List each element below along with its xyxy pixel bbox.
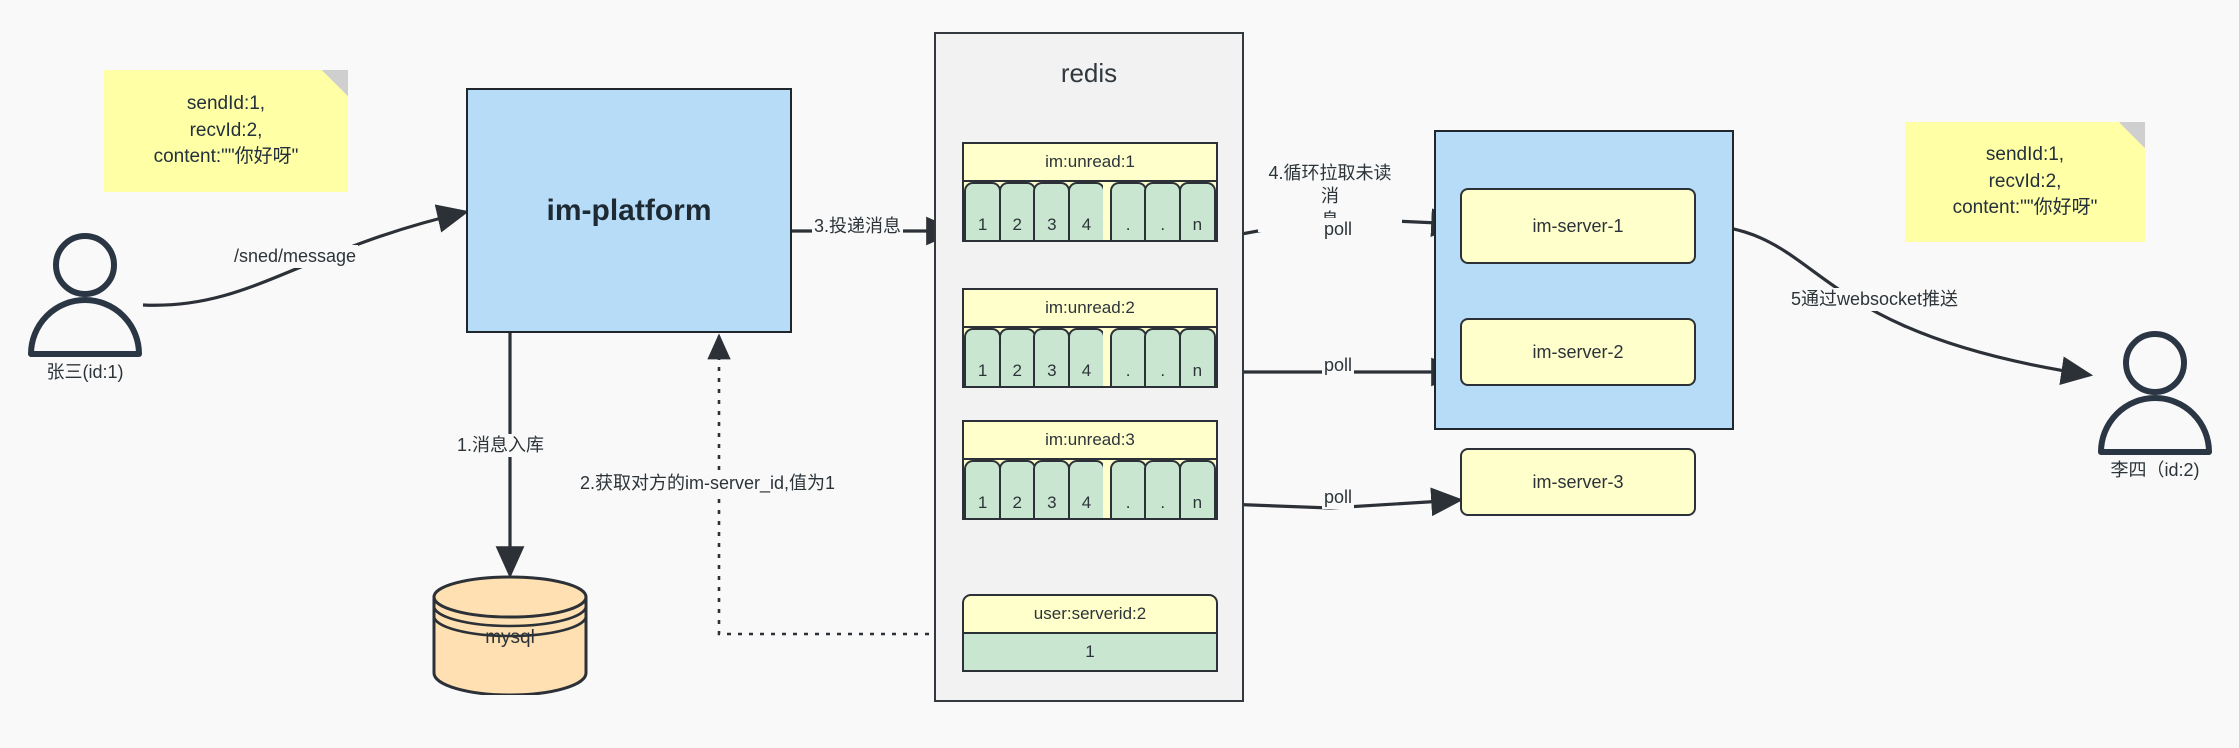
redis-queue-1-key: im:unread:1 [964, 144, 1216, 182]
queue-cell: 2 [998, 328, 1036, 386]
actor-receiver-caption: 李四（id:2) [2110, 460, 2200, 480]
queue-cell: . [1109, 460, 1147, 518]
note-fold-icon [2119, 122, 2145, 148]
queue-cell: 1 [964, 182, 1002, 240]
redis-kv-serverid[interactable]: user:serverid:2 1 [962, 594, 1218, 672]
note-left-text: sendId:1, recvId:2, content:""你好呀" [153, 92, 299, 168]
redis-kv-value: 1 [962, 634, 1218, 672]
redis-title: redis [1060, 58, 1118, 88]
edge-label-poll-3: poll [1322, 486, 1355, 510]
queue-cell: 1 [964, 460, 1002, 518]
note-right: sendId:1, recvId:2, content:""你好呀" [1905, 122, 2145, 242]
queue-cell: . [1144, 328, 1182, 386]
edge-label-poll-2: poll [1322, 354, 1355, 378]
queue-cell: 2 [998, 460, 1036, 518]
actor-sender-caption: 张三(id:1) [46, 362, 124, 382]
queue-cell: 4 [1067, 328, 1106, 386]
redis-queue-2[interactable]: im:unread:2 1 2 3 4 . . n [962, 288, 1218, 388]
redis-queue-3-cells: 1 2 3 4 . . n [964, 460, 1216, 518]
queue-cell: 1 [964, 328, 1002, 386]
queue-cell: n [1178, 460, 1216, 518]
user-icon [28, 233, 142, 357]
im-server-3[interactable]: im-server-3 [1460, 448, 1696, 516]
edge-label-step3: 3.投递消息 [812, 215, 904, 239]
edge-label-step2: 2.获取对方的im-server_id,值为1 [578, 472, 838, 496]
queue-cell-gap [1102, 460, 1110, 518]
redis-queue-2-key: im:unread:2 [964, 290, 1216, 328]
queue-cell-gap [1102, 328, 1110, 386]
queue-cell-gap [1102, 182, 1110, 240]
queue-cell: . [1109, 182, 1147, 240]
note-left: sendId:1, recvId:2, content:""你好呀" [104, 70, 348, 192]
note-fold-icon [322, 70, 348, 96]
redis-queue-1-cells: 1 2 3 4 . . n [964, 182, 1216, 240]
mysql-label: mysql [485, 627, 535, 648]
user-icon [2098, 331, 2212, 455]
redis-queue-2-cells: 1 2 3 4 . . n [964, 328, 1216, 386]
queue-cell: 4 [1067, 460, 1106, 518]
queue-cell: 4 [1067, 182, 1106, 240]
redis-kv-key: user:serverid:2 [962, 594, 1218, 634]
actor-sender: 张三(id:1) [20, 232, 150, 392]
im-platform-box[interactable]: im-platform [466, 88, 792, 333]
redis-queue-3-key: im:unread:3 [964, 422, 1216, 460]
im-server-1-label: im-server-1 [1532, 215, 1624, 236]
redis-queue-1[interactable]: im:unread:1 1 2 3 4 . . n [962, 142, 1218, 242]
im-server-3-label: im-server-3 [1532, 471, 1624, 492]
queue-cell: 3 [1033, 460, 1071, 518]
mysql-cylinder[interactable]: mysql [430, 575, 590, 697]
actor-receiver: 李四（id:2) [2090, 330, 2220, 490]
im-server-2-label: im-server-2 [1532, 341, 1624, 362]
queue-cell: n [1178, 328, 1216, 386]
edge-label-send-message: /sned/message [232, 245, 359, 269]
edge-label-step1: 1.消息入库 [455, 434, 547, 458]
queue-cell: 3 [1033, 182, 1071, 240]
queue-cell: 3 [1033, 328, 1071, 386]
queue-cell: . [1144, 182, 1182, 240]
im-server-1[interactable]: im-server-1 [1460, 188, 1696, 264]
queue-cell: . [1144, 460, 1182, 518]
database-icon [432, 575, 588, 697]
queue-cell: . [1109, 328, 1147, 386]
im-platform-label: im-platform [546, 193, 712, 227]
note-right-text: sendId:1, recvId:2, content:""你好呀" [1952, 143, 2098, 219]
edge-label-poll-1: poll [1322, 218, 1355, 242]
queue-cell: 2 [998, 182, 1036, 240]
redis-queue-3[interactable]: im:unread:3 1 2 3 4 . . n [962, 420, 1218, 520]
queue-cell: n [1178, 182, 1216, 240]
edge-label-step5: 5通过websocket推送 [1789, 288, 1961, 312]
im-server-2[interactable]: im-server-2 [1460, 318, 1696, 386]
